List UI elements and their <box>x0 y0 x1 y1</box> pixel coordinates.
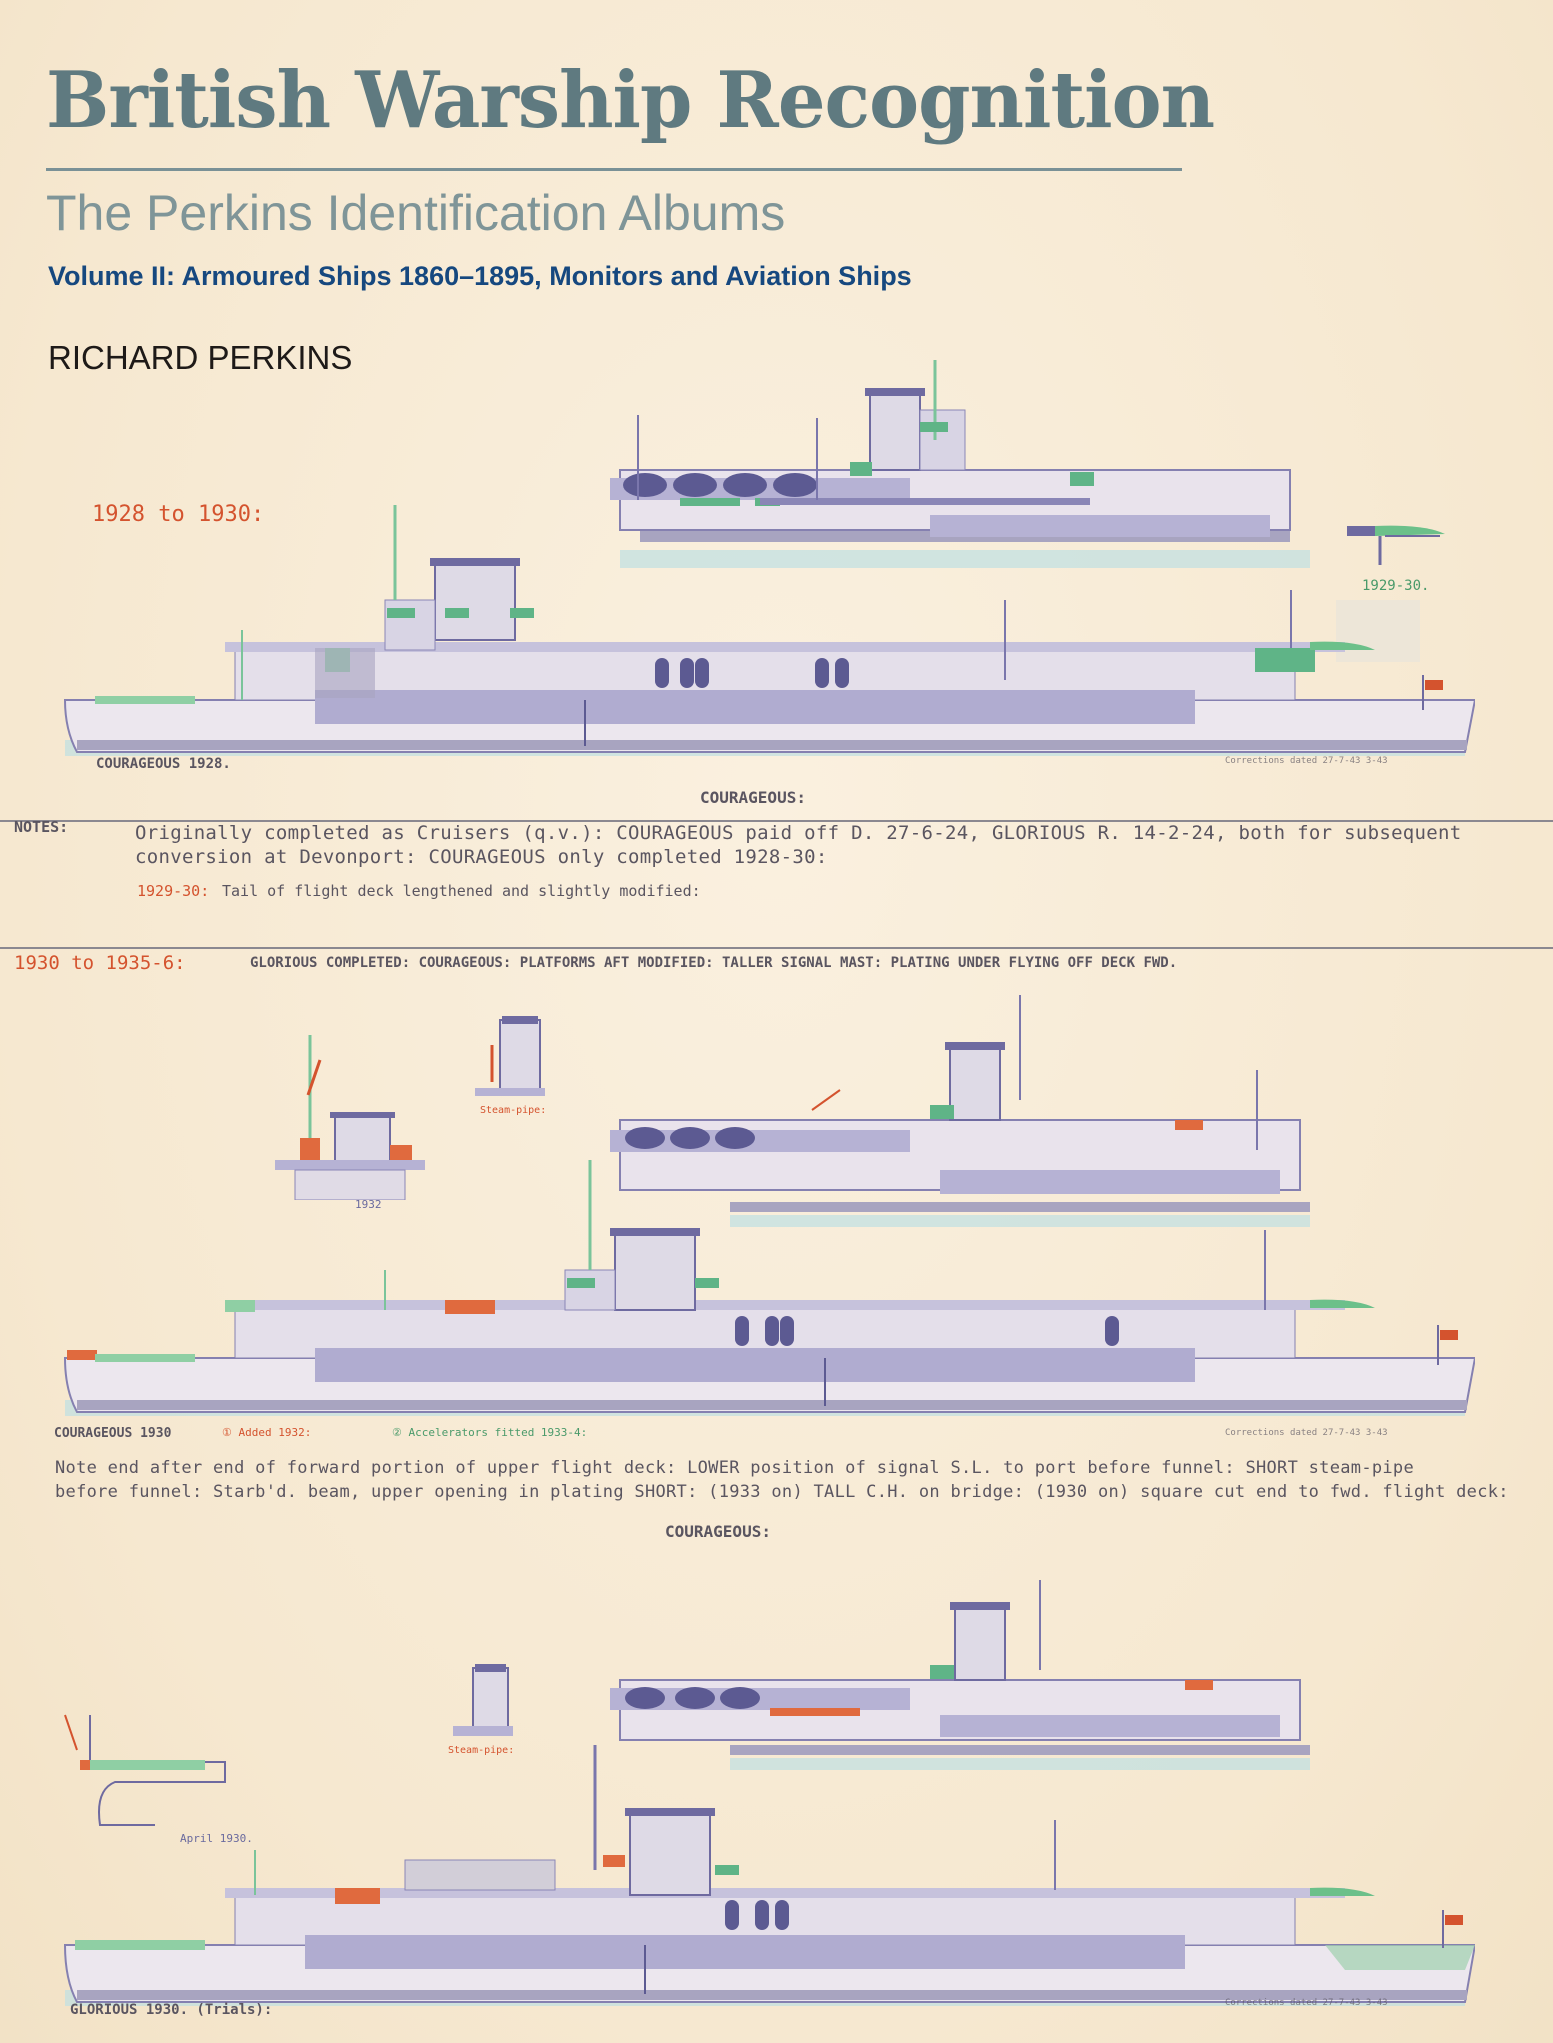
ship-detail-flight-deck-tail <box>1347 525 1445 565</box>
plate2-annotation-1: ① Added 1932: <box>222 1426 312 1439</box>
ship-drawing-glorious-1930-trials <box>63 1745 1475 2006</box>
plate3-small-note: Corrections dated 27-7-43 3-43 <box>1225 1998 1388 2008</box>
plate3-ship-caption: GLORIOUS 1930. (Trials): <box>70 2002 273 2018</box>
blank-patch <box>1336 600 1420 662</box>
plate2-detail2-caption: Steam-pipe: <box>480 1105 547 1116</box>
plate2-notes-line-1: Note end after end of forward portion of… <box>55 1458 1414 1478</box>
plate2-period-text: GLORIOUS COMPLETED: COURAGEOUS: PLATFORM… <box>250 955 1178 971</box>
volume-title: Volume II: Armoured Ships 1860–1895, Mon… <box>48 261 912 291</box>
plate1-detail-caption: 1929-30. <box>1362 578 1430 594</box>
plate3-detail2-caption: Steam-pipe: <box>448 1745 515 1756</box>
ship-detail-bridge-1932 <box>275 1035 425 1200</box>
plate2-period-label: 1930 to 1935-6: <box>14 952 186 974</box>
plate1-class-heading: COURAGEOUS: <box>700 788 806 807</box>
ship-detail-steam-pipe <box>475 1016 545 1096</box>
plate2-class-heading: COURAGEOUS: <box>665 1522 771 1541</box>
plate1-period-label: 1928 to 1930: <box>92 502 265 527</box>
plate1-notes-line-2: conversion at Devonport: COURAGEOUS only… <box>135 846 828 868</box>
ship-detail-steam-pipe-2 <box>453 1664 513 1736</box>
plate2-ship-caption: COURAGEOUS 1930 <box>54 1426 172 1441</box>
title-divider <box>46 168 1182 171</box>
ship-drawing-courageous-upper-1930 <box>610 995 1310 1227</box>
author-name: RICHARD PERKINS <box>48 339 353 376</box>
plate2-notes-line-2: before funnel: Starb'd. beam, upper open… <box>55 1482 1509 1502</box>
ship-detail-bow-april-1930 <box>64 1714 226 1826</box>
plate1-notes-line-1: Originally completed as Cruisers (q.v.):… <box>135 822 1462 844</box>
plate1-modification-year: 1929-30: <box>137 882 210 900</box>
plate3-detail1-caption: April 1930. <box>180 1832 253 1845</box>
plate2-detail1-caption: 1932 <box>355 1198 382 1211</box>
ship-drawing-courageous-1928 <box>63 505 1475 756</box>
ship-drawing-courageous-1930 <box>63 1160 1475 1416</box>
ship-drawing-courageous-upper <box>610 360 1310 568</box>
plate1-ship-caption: COURAGEOUS 1928. <box>96 756 231 772</box>
plate1-modification-text: Tail of flight deck lengthened and sligh… <box>222 882 701 900</box>
book-subtitle: The Perkins Identification Albums <box>46 185 786 241</box>
notes-label: NOTES: <box>14 818 69 836</box>
plate1-notes-top-rule <box>0 820 1553 822</box>
plate2-annotation-2: ② Accelerators fitted 1933-4: <box>392 1426 588 1439</box>
plate1-small-note: Corrections dated 27-7-43 3-43 <box>1225 756 1388 766</box>
ship-drawing-glorious-upper <box>610 1580 1310 1770</box>
plate2-top-rule <box>0 947 1553 949</box>
book-title: British Warship Recognition <box>46 55 1215 146</box>
plate2-small-note: Corrections dated 27-7-43 3-43 <box>1225 1428 1388 1438</box>
